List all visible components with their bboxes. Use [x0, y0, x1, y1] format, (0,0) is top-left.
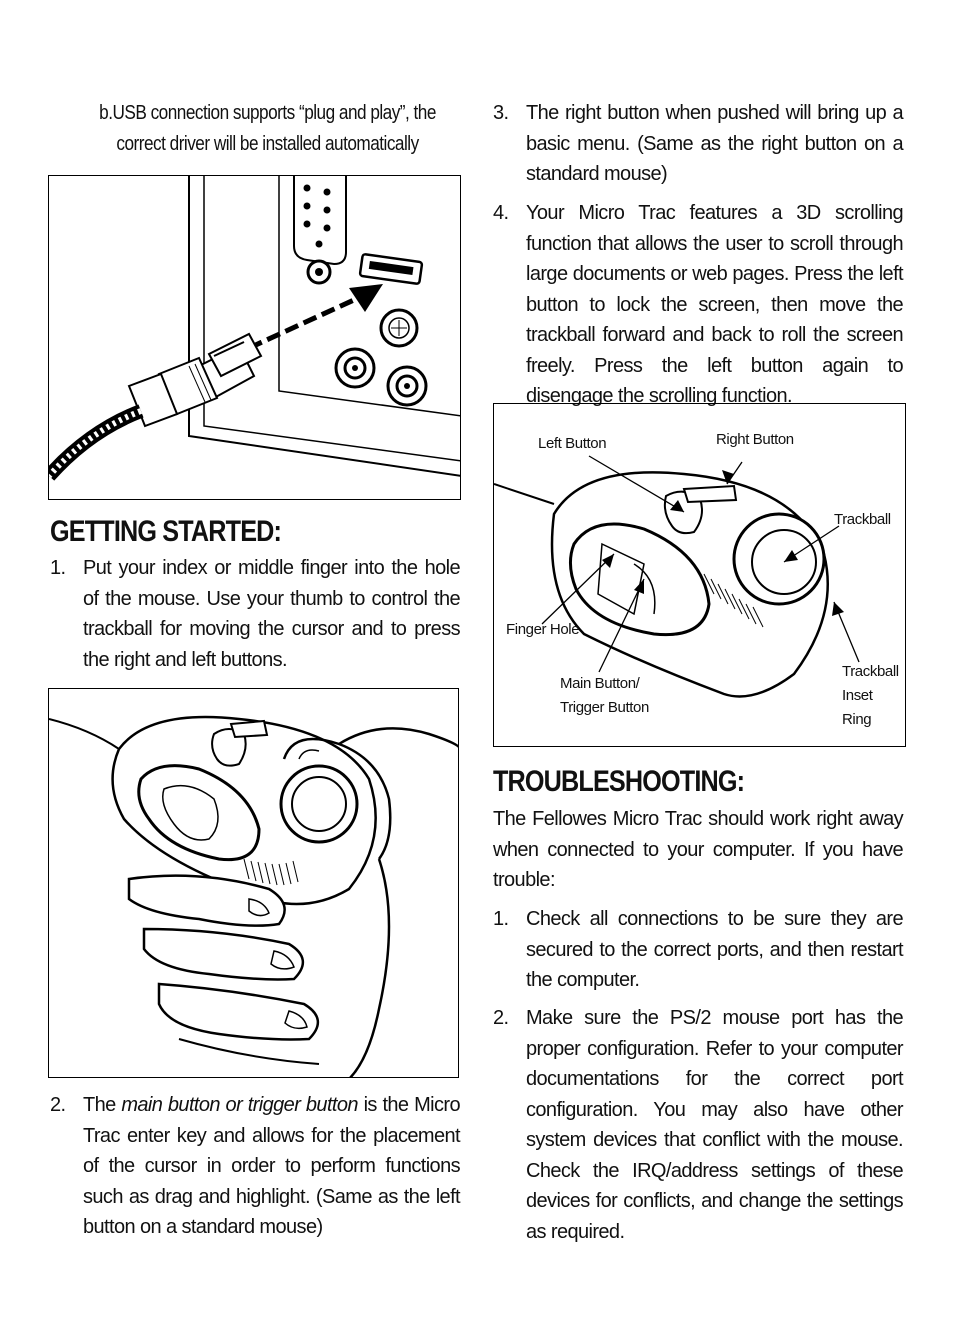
getting-started-step-1: 1. Put your index or middle finger into … [50, 553, 461, 675]
label-finger-hole: Finger Hole [506, 621, 579, 638]
getting-started-heading: GETTING STARTED: [50, 515, 282, 548]
step-text: Your Micro Trac features a 3D scrolling … [526, 202, 904, 407]
micro-trac-labeled-diagram: Left Button Right Button Trackball Finge… [493, 403, 906, 747]
step-text-suffix: is the Micro Trac enter key and allows f… [83, 1094, 461, 1238]
step-number: 4. [493, 202, 509, 224]
troubleshooting-heading: TROUBLESHOOTING: [493, 765, 745, 798]
label-inset-ring-line3: Ring [842, 711, 871, 728]
label-left-button: Left Button [538, 435, 606, 452]
intro-text: The Fellowes Micro Trac should work righ… [493, 808, 904, 891]
label-main-button-line2: Trigger Button [560, 699, 649, 716]
troubleshooting-item-1: 1. Check all connections to be sure they… [493, 904, 904, 996]
label-main-button-line1: Main Button/ [560, 675, 641, 692]
step-number: 3. [493, 102, 509, 124]
step-number: 2. [50, 1094, 66, 1116]
label-inset-ring-line1: Trackball [842, 663, 899, 680]
usb-connection-illustration [48, 175, 461, 500]
step-text-prefix: The [83, 1094, 122, 1116]
item-text: Check all connections to be sure they ar… [526, 908, 904, 991]
troubleshooting-intro: The Fellowes Micro Trac should work righ… [493, 804, 904, 896]
getting-started-step-2: 2. The main button or trigger button is … [50, 1090, 461, 1243]
troubleshooting-item-2: 2. Make sure the PS/2 mouse port has the… [493, 1003, 904, 1247]
step-text: Put your index or middle finger into the… [83, 557, 461, 671]
step-3: 3. The right button when pushed will bri… [493, 98, 904, 190]
item-text: Make sure the PS/2 mouse port has the pr… [526, 1007, 904, 1243]
item-number: 2. [493, 1007, 509, 1029]
label-right-button: Right Button [716, 431, 794, 448]
usb-note: b.USB connection supports “plug and play… [82, 98, 454, 159]
step-number: 1. [50, 557, 66, 579]
item-number: 1. [493, 908, 509, 930]
step-4: 4. Your Micro Trac features a 3D scrolli… [493, 198, 904, 412]
hand-holding-mouse-illustration [48, 688, 459, 1078]
step-text: The right button when pushed will bring … [526, 102, 904, 185]
label-trackball: Trackball [834, 511, 891, 528]
step-text-emphasis: main button or trigger button [121, 1094, 358, 1116]
step-text: The main button or trigger button is the… [83, 1090, 461, 1243]
label-inset-ring-line2: Inset [842, 687, 874, 704]
usb-note-text: b.USB connection supports “plug and play… [99, 102, 436, 155]
